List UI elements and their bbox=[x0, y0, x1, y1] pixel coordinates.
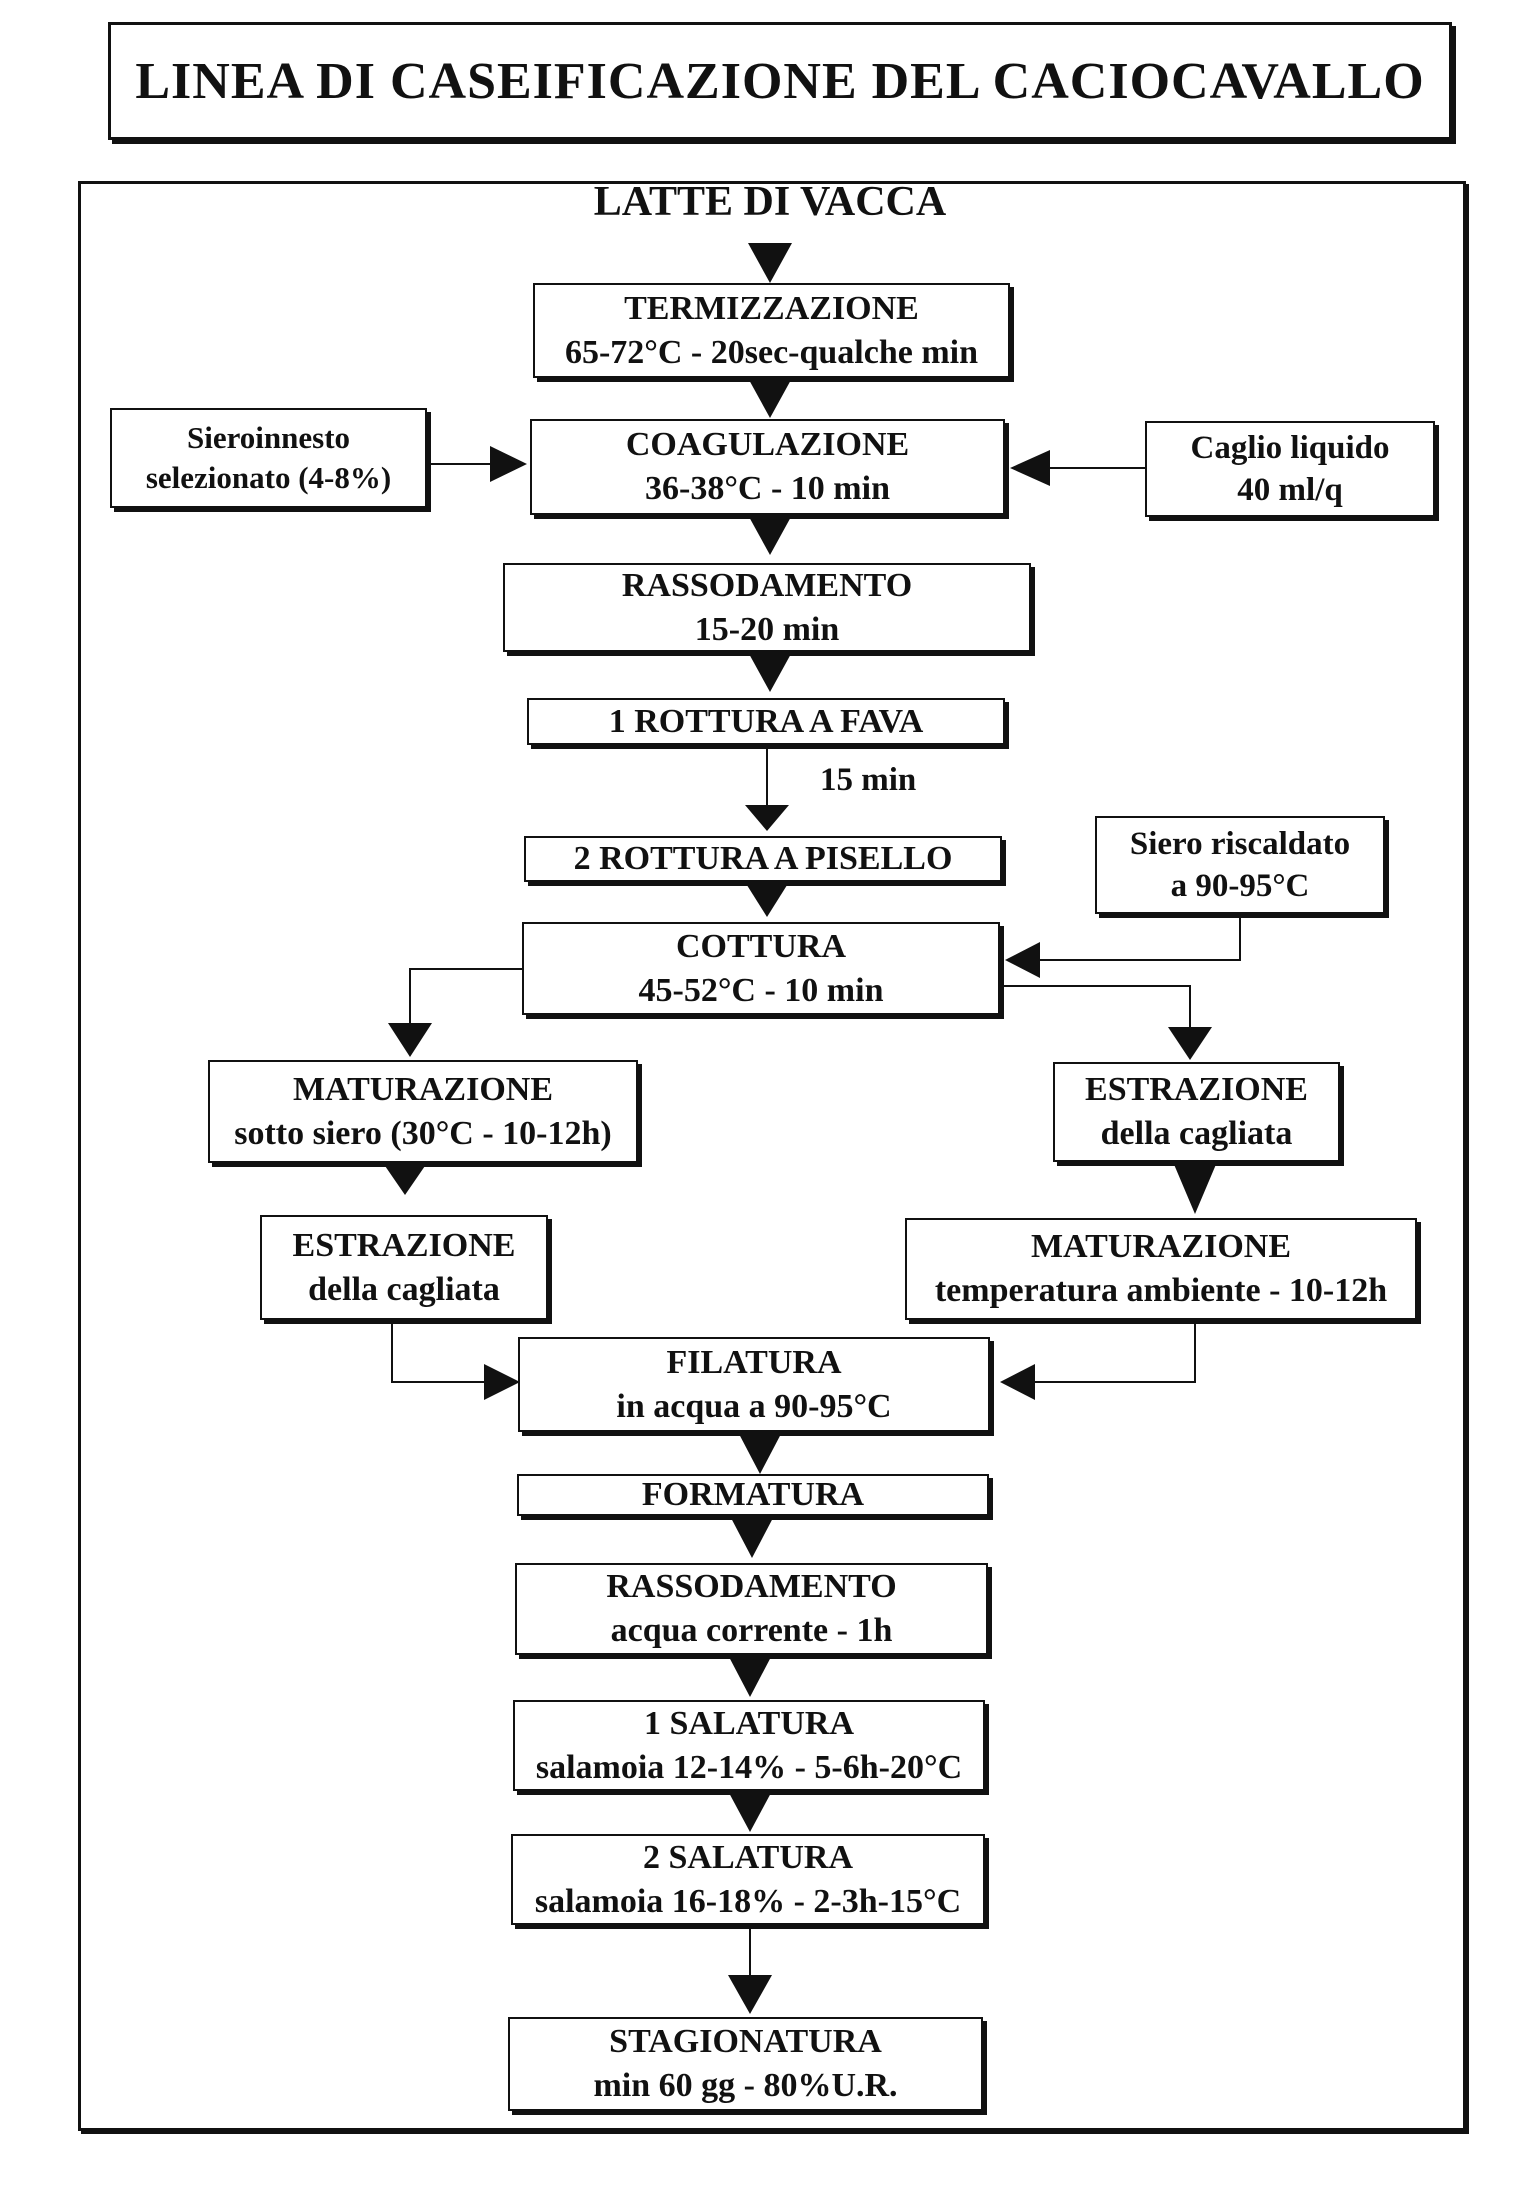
step-title: TERMIZZAZIONE bbox=[624, 289, 919, 327]
step-estrazione-cagliata-sx: ESTRAZIONE della cagliata bbox=[260, 1215, 548, 1320]
input-line: Siero riscaldato bbox=[1129, 825, 1351, 862]
step-detail: 45-52°C - 10 min bbox=[638, 971, 884, 1009]
diagram-title: LINEA DI CASEIFICAZIONE DEL CACIOCAVALLO bbox=[135, 52, 1425, 110]
step-salatura-2: 2 SALATURA salamoia 16-18% - 2-3h-15°C bbox=[511, 1834, 985, 1925]
step-title: 1 SALATURA bbox=[643, 1704, 854, 1742]
step-detail: min 60 gg - 80%U.R. bbox=[593, 2067, 898, 2104]
arrowhead-maturazione-sx bbox=[388, 1023, 432, 1057]
connector-cottura-right bbox=[1000, 985, 1191, 1027]
input-line: a 90-95°C bbox=[1170, 868, 1310, 904]
connector-maturazione-filatura-dx bbox=[1035, 1320, 1196, 1383]
step-title: FORMATURA bbox=[641, 1476, 865, 1514]
step-detail: 36-38°C - 10 min bbox=[645, 470, 890, 507]
step-detail: 15-20 min bbox=[694, 610, 840, 648]
arrowhead-termizzazione bbox=[748, 243, 792, 283]
step-title: MATURAZIONE bbox=[292, 1070, 554, 1108]
step-title: RASSODAMENTO bbox=[606, 1568, 897, 1606]
arrowhead-rottura2 bbox=[745, 805, 789, 831]
step-maturazione-temperatura-ambiente: MATURAZIONE temperatura ambiente - 10-12… bbox=[905, 1218, 1417, 1320]
step-rassodamento-2: RASSODAMENTO acqua corrente - 1h bbox=[515, 1563, 988, 1655]
arrowhead-rottura1 bbox=[748, 652, 792, 692]
connector-cottura-left bbox=[409, 968, 522, 1023]
arrowhead-rassodamento bbox=[748, 515, 792, 555]
step-title: ESTRAZIONE bbox=[292, 1226, 516, 1264]
arrowhead-filatura-right bbox=[1000, 1364, 1035, 1400]
step-detail: sotto siero (30°C - 10-12h) bbox=[234, 1114, 612, 1152]
arrowhead-stagionatura bbox=[728, 1975, 772, 2014]
start-label-latte: LATTE DI VACCA bbox=[593, 179, 947, 225]
step-rottura-fava: 1 ROTTURA A FAVA bbox=[527, 698, 1005, 745]
step-detail: temperatura ambiente - 10-12h bbox=[934, 1272, 1388, 1309]
step-title: 1 ROTTURA A FAVA bbox=[608, 702, 924, 740]
step-title: 2 ROTTURA A PISELLO bbox=[573, 840, 953, 878]
arrowhead-rassodamento2 bbox=[730, 1516, 774, 1558]
arrowhead-sieroinnesto bbox=[490, 446, 527, 482]
arrowhead-estrazione-dx bbox=[1168, 1027, 1212, 1060]
arrowhead-filatura-left bbox=[484, 1364, 520, 1400]
arrowhead-salatura2 bbox=[728, 1791, 772, 1832]
step-estrazione-cagliata-dx: ESTRAZIONE della cagliata bbox=[1053, 1062, 1340, 1162]
arrowhead-estrazione-sx bbox=[383, 1163, 427, 1195]
step-maturazione-sotto-siero: MATURAZIONE sotto siero (30°C - 10-12h) bbox=[208, 1060, 638, 1163]
step-salatura-1: 1 SALATURA salamoia 12-14% - 5-6h-20°C bbox=[513, 1700, 985, 1791]
pause-label: 15 min bbox=[820, 762, 917, 798]
input-line: 40 ml/q bbox=[1237, 472, 1343, 508]
flowchart-frame bbox=[78, 181, 1466, 2131]
step-detail: salamoia 12-14% - 5-6h-20°C bbox=[535, 1748, 963, 1786]
input-line: Caglio liquido bbox=[1190, 429, 1390, 466]
input-siero-riscaldato: Siero riscaldato a 90-95°C bbox=[1095, 816, 1385, 914]
input-caglio-liquido: Caglio liquido 40 ml/q bbox=[1145, 421, 1435, 517]
step-title: STAGIONATURA bbox=[609, 2023, 882, 2061]
step-stagionatura: STAGIONATURA min 60 gg - 80%U.R. bbox=[508, 2017, 983, 2111]
arrowhead-formatura bbox=[738, 1432, 782, 1474]
arrowhead-caglio bbox=[1010, 450, 1050, 486]
step-title: RASSODAMENTO bbox=[621, 566, 913, 604]
step-rassodamento-1: RASSODAMENTO 15-20 min bbox=[503, 563, 1031, 652]
step-title: 2 SALATURA bbox=[642, 1838, 853, 1876]
arrowhead-coagulazione bbox=[748, 378, 792, 418]
step-title: MATURAZIONE bbox=[1030, 1228, 1292, 1266]
step-formatura: FORMATURA bbox=[517, 1474, 989, 1516]
step-title: COAGULAZIONE bbox=[625, 426, 910, 464]
step-rottura-pisello: 2 ROTTURA A PISELLO bbox=[524, 836, 1002, 882]
arrowhead-cottura bbox=[745, 882, 789, 917]
input-sieroinnesto: Sieroinnesto selezionato (4-8%) bbox=[110, 408, 427, 508]
arrowhead-salatura1 bbox=[728, 1655, 772, 1697]
step-title: ESTRAZIONE bbox=[1085, 1071, 1308, 1109]
arrowhead-siero bbox=[1005, 942, 1040, 978]
diagram-title-box: LINEA DI CASEIFICAZIONE DEL CACIOCAVALLO bbox=[108, 22, 1452, 140]
input-line: Sieroinnesto bbox=[186, 420, 351, 456]
step-detail: in acqua a 90-95°C bbox=[616, 1387, 892, 1425]
connector-estrazione-filatura-sx bbox=[391, 1320, 484, 1383]
step-termizzazione: TERMIZZAZIONE 65-72°C - 20sec-qualche mi… bbox=[533, 283, 1010, 378]
arrowhead-maturazione-dx bbox=[1173, 1162, 1217, 1214]
step-title: FILATURA bbox=[666, 1343, 842, 1381]
connector-siero-cottura bbox=[1040, 914, 1241, 961]
step-title: COTTURA bbox=[675, 927, 847, 965]
step-coagulazione: COAGULAZIONE 36-38°C - 10 min bbox=[530, 419, 1005, 515]
step-detail: della cagliata bbox=[1100, 1115, 1293, 1152]
step-filatura: FILATURA in acqua a 90-95°C bbox=[518, 1337, 990, 1432]
step-detail: della cagliata bbox=[308, 1270, 500, 1308]
step-detail: salamoia 16-18% - 2-3h-15°C bbox=[534, 1882, 962, 1920]
input-line: selezionato (4-8%) bbox=[145, 460, 392, 495]
step-cottura: COTTURA 45-52°C - 10 min bbox=[522, 922, 1000, 1015]
step-detail: acqua corrente - 1h bbox=[610, 1612, 893, 1649]
step-detail: 65-72°C - 20sec-qualche min bbox=[564, 333, 979, 371]
